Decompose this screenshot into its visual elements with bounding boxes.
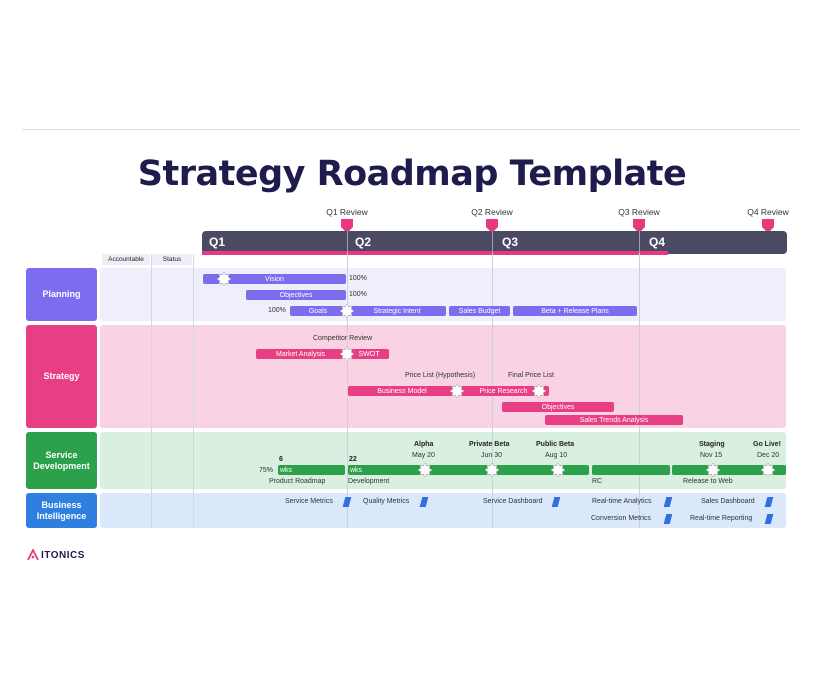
milestone-star-icon bbox=[217, 272, 231, 286]
label-release-to-web: Release to Web bbox=[683, 478, 733, 485]
goals-percent: 100% bbox=[268, 307, 286, 314]
milestone-star-icon bbox=[340, 347, 354, 361]
milestone-public-beta-name: Public Beta bbox=[536, 441, 575, 448]
quarter-q1: Q1 bbox=[209, 235, 226, 249]
bi-sales-dashboard[interactable]: Sales Dashboard bbox=[701, 498, 755, 505]
bar-release-to-web[interactable] bbox=[672, 465, 786, 475]
progress-line bbox=[202, 251, 668, 255]
quarter-q2: Q2 bbox=[355, 235, 372, 249]
bi-band bbox=[100, 493, 786, 528]
page-title: Strategy Roadmap Template bbox=[137, 154, 687, 194]
quarter-separator bbox=[639, 231, 640, 254]
milestone-star-icon bbox=[532, 384, 546, 398]
top-divider bbox=[22, 129, 800, 130]
bar-sales-trends-analysis[interactable]: Sales Trends Analysis bbox=[545, 415, 683, 425]
bar-development[interactable]: wks bbox=[348, 465, 589, 475]
lane-strategy[interactable]: Strategy bbox=[26, 325, 97, 428]
bar-price-research[interactable]: Price Research bbox=[458, 386, 549, 396]
quarter-guide bbox=[639, 253, 640, 528]
q4-review-label: Q4 Review bbox=[747, 207, 789, 217]
milestone-go-live-date: Dec 20 bbox=[757, 452, 780, 459]
milestone-private-beta-date: Jun 30 bbox=[481, 452, 503, 459]
label-price-list: Price List (Hypothesis) bbox=[405, 372, 476, 379]
milestone-star-icon bbox=[340, 304, 354, 318]
column-status: Status bbox=[152, 254, 192, 265]
milestone-go-live-name: Go Live! bbox=[753, 441, 782, 448]
bar-beta-release-plans[interactable]: Beta + Release Plans bbox=[513, 306, 637, 316]
label-competitor-review: Competitor Review bbox=[313, 335, 373, 342]
q2-review-flag-icon bbox=[486, 219, 498, 233]
logo-text: ITONICS bbox=[41, 550, 85, 561]
milestone-star-icon bbox=[761, 463, 775, 477]
q3-review-label: Q3 Review bbox=[618, 207, 660, 217]
q2-review-label: Q2 Review bbox=[471, 207, 513, 217]
bi-realtime-reporting[interactable]: Real-time Reporting bbox=[690, 515, 753, 522]
milestone-star-icon bbox=[450, 384, 464, 398]
bar-objectives[interactable]: Objectives bbox=[246, 290, 346, 300]
quarter-separator bbox=[347, 231, 348, 254]
q1-review-flag-icon bbox=[341, 219, 353, 233]
wks-label: wks bbox=[280, 466, 293, 474]
milestone-alpha-date: May 20 bbox=[412, 452, 435, 459]
milestone-star-icon bbox=[551, 463, 565, 477]
quarter-q3: Q3 bbox=[502, 235, 519, 249]
label-rc: RC bbox=[592, 478, 603, 485]
column-accountable: Accountable bbox=[102, 254, 150, 265]
objectives-percent: 100% bbox=[349, 291, 367, 298]
bar-market-analysis[interactable]: Market Analysis bbox=[256, 349, 345, 359]
milestone-star-icon bbox=[485, 463, 499, 477]
bar-sales-budget[interactable]: Sales Budget bbox=[449, 306, 510, 316]
service-percent: 75% bbox=[259, 467, 274, 474]
bar-strategic-intent[interactable]: Strategic Intent bbox=[348, 306, 446, 316]
milestone-staging-date: Nov 15 bbox=[700, 452, 723, 459]
quarter-q4: Q4 bbox=[649, 235, 666, 249]
q1-review-label: Q1 Review bbox=[326, 207, 368, 217]
bar-swot[interactable]: SWOT bbox=[349, 349, 389, 359]
bi-realtime-analytics[interactable]: Real-time Analytics bbox=[592, 498, 652, 505]
bar-goals[interactable]: Goals bbox=[290, 306, 346, 316]
quarter-bar bbox=[202, 231, 787, 254]
label-development: Development bbox=[348, 478, 390, 485]
milestone-star-icon bbox=[706, 463, 720, 477]
strategy-band bbox=[100, 325, 786, 428]
duration-6: 6 bbox=[279, 456, 283, 463]
bar-product-roadmap[interactable]: wks bbox=[278, 465, 345, 475]
duration-22: 22 bbox=[349, 456, 357, 463]
quarter-guide bbox=[347, 253, 348, 528]
grid-line bbox=[193, 254, 194, 528]
milestone-staging-name: Staging bbox=[699, 441, 725, 448]
lane-planning[interactable]: Planning bbox=[26, 268, 97, 321]
itonics-logo-icon bbox=[27, 549, 39, 561]
vision-percent: 100% bbox=[349, 275, 367, 282]
milestone-private-beta-name: Private Beta bbox=[469, 441, 510, 448]
label-final-price-list: Final Price List bbox=[508, 372, 554, 379]
bi-service-metrics[interactable]: Service Metrics bbox=[285, 498, 333, 505]
milestone-public-beta-date: Aug 10 bbox=[545, 452, 568, 459]
bar-rc[interactable] bbox=[592, 465, 670, 475]
quarter-separator bbox=[492, 231, 493, 254]
q3-review-flag-icon bbox=[633, 219, 645, 233]
milestone-star-icon bbox=[418, 463, 432, 477]
bar-business-model[interactable]: Business Model bbox=[348, 386, 456, 396]
label-product-roadmap: Product Roadmap bbox=[269, 478, 326, 485]
q4-review-flag-icon bbox=[762, 219, 774, 233]
bi-conversion-metrics[interactable]: Conversion Metrics bbox=[591, 515, 651, 522]
bi-service-dashboard[interactable]: Service Dashboard bbox=[483, 498, 543, 505]
bar-objectives-strategy[interactable]: Objectives bbox=[502, 402, 614, 412]
service-band bbox=[100, 432, 786, 489]
grid-line bbox=[151, 254, 152, 528]
milestone-alpha-name: Alpha bbox=[414, 441, 434, 448]
bar-vision[interactable]: Vision bbox=[203, 274, 346, 284]
wks-label: wks bbox=[350, 466, 363, 474]
bi-quality-metrics[interactable]: Quality Metrics bbox=[363, 498, 410, 505]
